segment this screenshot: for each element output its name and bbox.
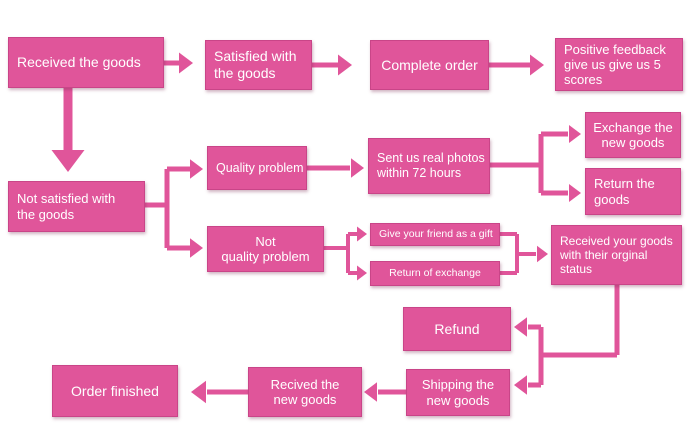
node-label: Satisfied with the goods xyxy=(214,48,297,81)
node-received-new: Recived the new goods xyxy=(248,367,362,417)
node-label: Return the goods xyxy=(594,176,655,207)
arrowhead xyxy=(364,382,377,402)
arrowhead xyxy=(191,380,206,404)
arrowhead xyxy=(357,265,367,281)
arrowhead xyxy=(179,52,193,74)
node-sent-photos: Sent us real photos within 72 hours xyxy=(368,138,490,194)
arrowhead xyxy=(569,184,581,202)
node-complete-order: Complete order xyxy=(370,40,489,90)
node-label: Refund xyxy=(434,320,480,337)
arrowhead xyxy=(357,226,367,242)
node-give-friend-gift: Give your friend as a gift xyxy=(370,223,500,246)
node-received-original: Received your goods with their orginal s… xyxy=(551,225,682,285)
node-label: Order finished xyxy=(71,382,159,399)
node-return-goods: Return the goods xyxy=(585,168,681,215)
arrowhead xyxy=(51,150,85,172)
arrowhead xyxy=(190,238,203,258)
arrowhead xyxy=(569,125,581,143)
arrowhead xyxy=(190,159,203,179)
node-label: Quality problem xyxy=(216,160,304,175)
node-label: Return of exchange xyxy=(389,267,481,280)
node-positive-feedback: Positive feedback give us give us 5 scor… xyxy=(555,38,683,91)
node-label: Complete order xyxy=(381,56,478,73)
node-not-quality-problem: Not quality problem xyxy=(207,226,324,272)
node-label: Received your goods with their orginal s… xyxy=(560,233,673,277)
arrowhead xyxy=(351,158,364,178)
arrowhead xyxy=(338,54,352,76)
node-quality-problem: Quality problem xyxy=(207,146,307,190)
node-label: Recived the new goods xyxy=(270,376,340,407)
arrowhead xyxy=(537,245,548,263)
node-label: Not satisfied with the goods xyxy=(17,191,116,222)
node-not-satisfied: Not satisfied with the goods xyxy=(8,181,145,232)
node-received-goods: Received the goods xyxy=(8,37,164,88)
node-label: Received the goods xyxy=(17,54,141,71)
node-shipping-new: Shipping the new goods xyxy=(406,369,510,416)
node-label: Give your friend as a gift xyxy=(379,228,493,241)
arrowhead xyxy=(514,375,527,395)
node-satisfied: Satisfied with the goods xyxy=(205,40,312,90)
node-label: Exchange the new goods xyxy=(593,119,673,150)
arrowhead xyxy=(514,317,527,337)
node-order-finished: Order finished xyxy=(52,365,178,417)
node-label: Sent us real photos within 72 hours xyxy=(377,151,485,180)
node-exchange-goods: Exchange the new goods xyxy=(585,112,681,158)
node-label: Shipping the new goods xyxy=(421,377,495,408)
node-refund: Refund xyxy=(403,307,511,351)
node-label: Not quality problem xyxy=(221,233,310,264)
node-return-of-exchange: Return of exchange xyxy=(370,261,500,286)
node-label: Positive feedback give us give us 5 scor… xyxy=(564,41,666,88)
arrowhead xyxy=(530,54,544,76)
